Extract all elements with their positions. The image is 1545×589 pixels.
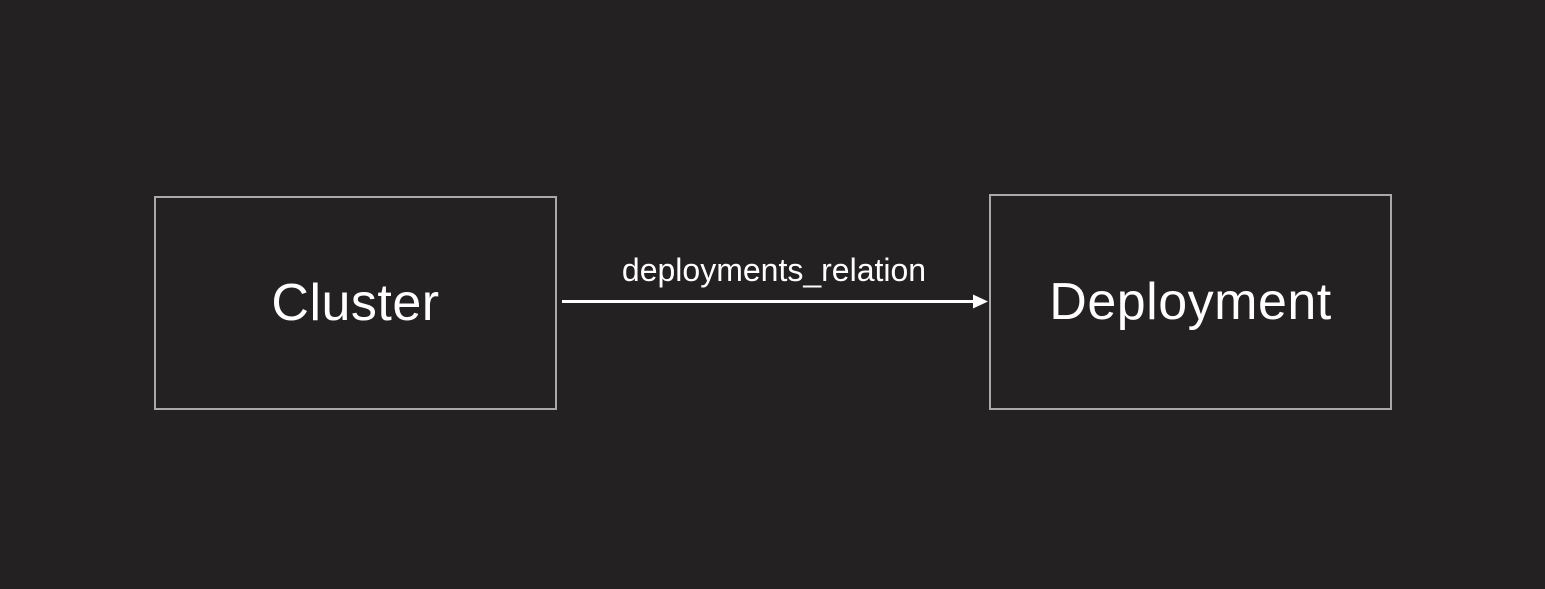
edge-deployments-relation-label: deployments_relation: [621, 252, 927, 288]
node-cluster-label: Cluster: [271, 274, 440, 332]
edge-deployments-relation-arrow: [562, 294, 988, 309]
arrowhead-icon: [973, 294, 988, 309]
node-deployment[interactable]: Deployment: [989, 194, 1392, 410]
node-deployment-label: Deployment: [1049, 273, 1332, 331]
node-cluster[interactable]: Cluster: [154, 196, 557, 410]
